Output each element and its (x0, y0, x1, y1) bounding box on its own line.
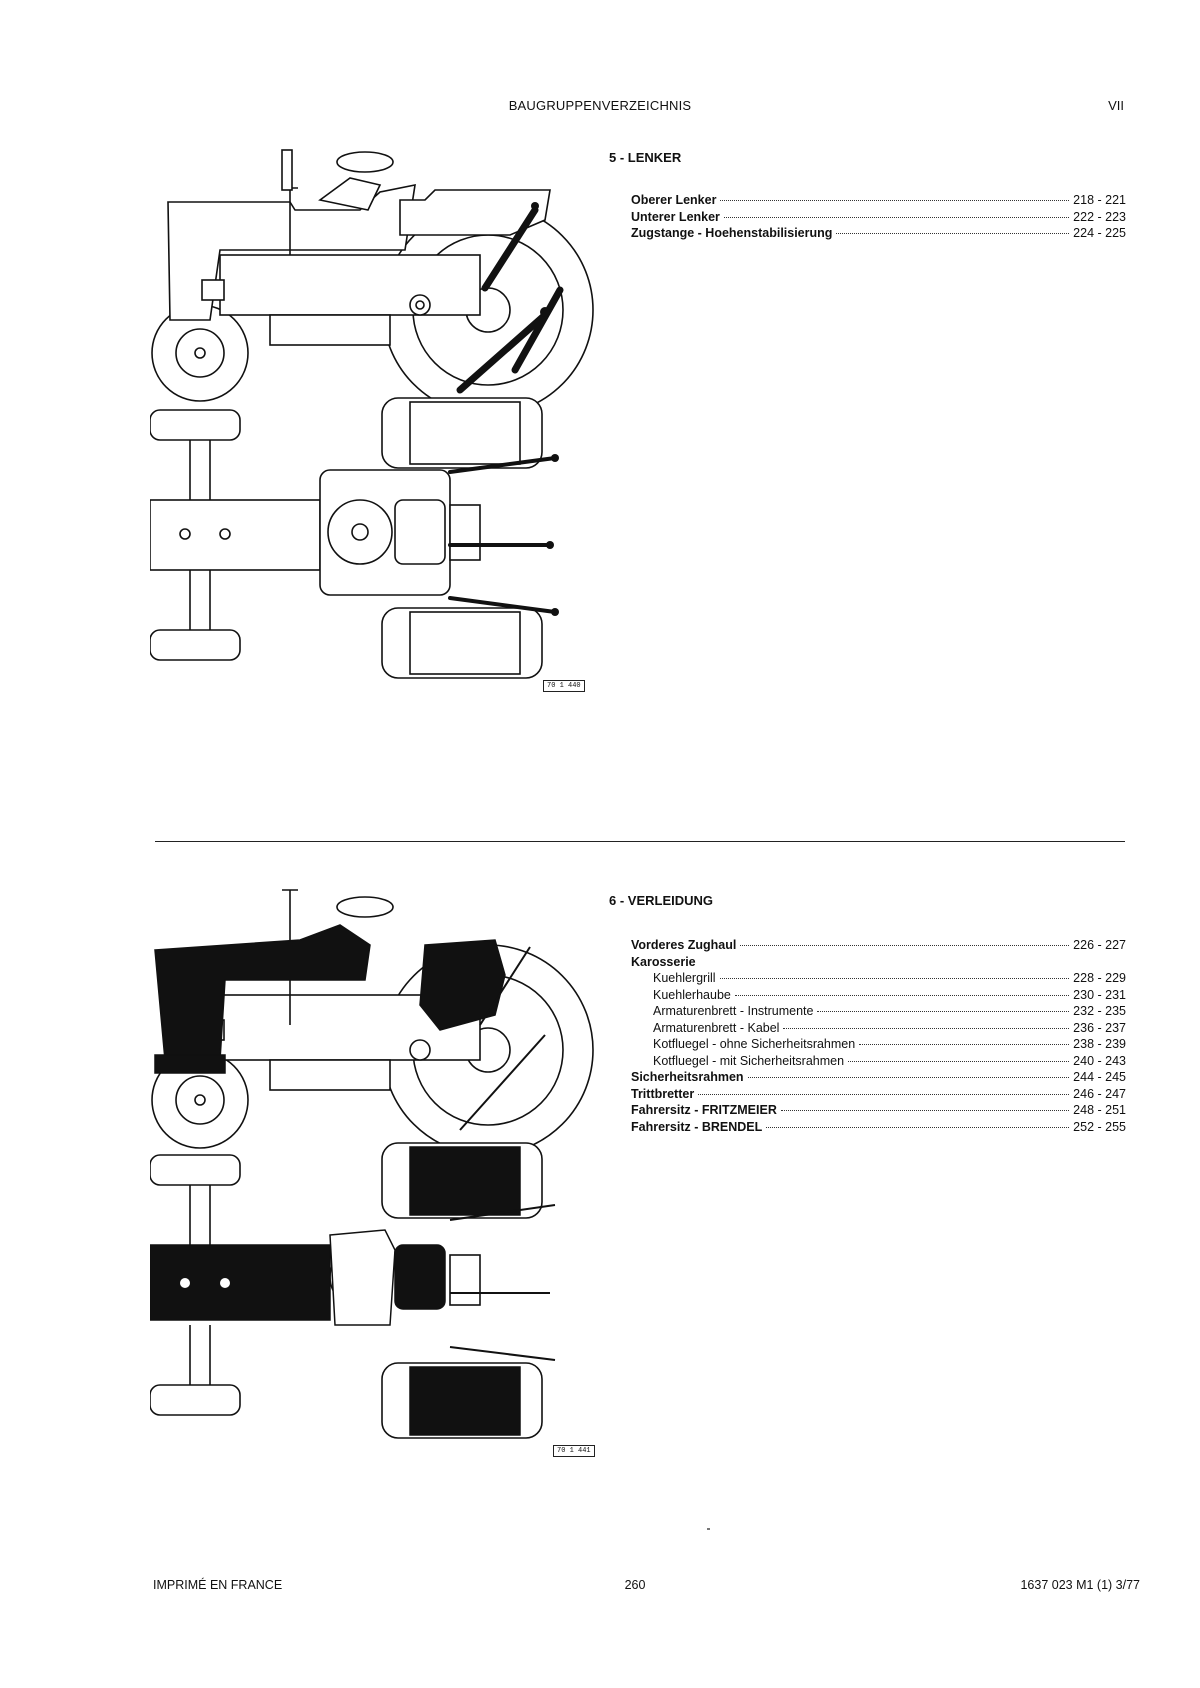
toc-entry-pages: 244 - 245 (1073, 1070, 1126, 1084)
toc-entry-armaturenbrett-kabel[interactable]: Armaturenbrett - Kabel 236 - 237 (631, 1020, 1126, 1037)
toc-entry-label: Trittbretter (631, 1086, 695, 1101)
toc-entry-zugstange[interactable]: Zugstange - Hoehenstabilisierung 224 - 22… (631, 225, 1126, 242)
toc-leader-dots (848, 1060, 1070, 1062)
hood-top-filled (150, 1244, 331, 1321)
toc-entry-label: Karosserie (631, 954, 696, 969)
toc-leader-dots (783, 1027, 1070, 1029)
toc-entry-vorderes-zughaul[interactable]: Vorderes Zughaul 226 - 227 (631, 937, 1126, 954)
toc-entry-kuehlergrill[interactable]: Kuehlergrill 228 - 229 (631, 970, 1126, 987)
section-6-tractor-illustration (150, 889, 594, 1439)
toc-entry-label: Sicherheitsrahmen (631, 1070, 744, 1084)
seat (318, 177, 382, 211)
toc-leader-dots (698, 1093, 1070, 1095)
section-5-tractor-illustration (150, 149, 594, 679)
toc-entry-sicherheitsrahmen[interactable]: Sicherheitsrahmen 244 - 245 (631, 1069, 1126, 1086)
section-6-title: 6 - VERLEIDUNG (609, 893, 714, 908)
toc-entry-pages: 226 - 227 (1073, 938, 1126, 952)
toc-leader-dots (859, 1044, 1070, 1045)
toc-leader-dots (719, 978, 1070, 979)
toc-entry-pages: 246 - 247 (1073, 1086, 1126, 1101)
toc-entry-kuehlerhaube[interactable]: Kuehlerhaube 230 - 231 (631, 987, 1126, 1004)
figure-5-reference-code: 70 1 440 (543, 680, 585, 692)
toc-entry-label: Unterer Lenker (631, 209, 720, 224)
toc-entry-fahrersitz-brendel[interactable]: Fahrersitz - BRENDEL 252 - 255 (631, 1119, 1126, 1136)
toc-entry-label: Kotfluegel - ohne Sicherheitsrahmen (653, 1037, 856, 1051)
footer-document-code: 1637 023 M1 (1) 3/77 (1020, 1578, 1140, 1592)
footer-printed-in: IMPRIMÉ EN FRANCE (153, 1578, 283, 1592)
toc-entry-pages: 236 - 237 (1073, 1020, 1126, 1035)
toc-entry-label: Fahrersitz - FRITZMEIER (631, 1103, 777, 1117)
toc-entry-label: Kotfluegel - mit Sicherheitsrahmen (653, 1053, 845, 1068)
toc-entry-pages: 228 - 229 (1073, 971, 1126, 985)
toc-entry-armaturenbrett-instrumente[interactable]: Armaturenbrett - Instrumente 232 - 235 (631, 1003, 1126, 1020)
toc-leader-dots (747, 1077, 1070, 1078)
toc-leader-dots (780, 1110, 1070, 1111)
toc-leader-dots (720, 200, 1070, 201)
section-5-toc-list: Oberer Lenker 218 - 221 Unterer Lenker 222… (631, 192, 1126, 242)
toc-leader-dots (836, 233, 1070, 234)
toc-entry-pages: 222 - 223 (1073, 209, 1126, 224)
toc-entry-kotfluegel-mit[interactable]: Kotfluegel - mit Sicherheitsrahmen 240 - … (631, 1053, 1126, 1070)
toc-leader-dots (766, 1126, 1070, 1128)
toc-entry-pages: 230 - 231 (1073, 987, 1126, 1002)
fender-filled (419, 939, 506, 1031)
toc-leader-dots (740, 945, 1070, 946)
toc-entry-pages: 218 - 221 (1073, 193, 1126, 207)
footer-page-number: 260 (624, 1578, 646, 1592)
toc-entry-pages: 224 - 225 (1073, 226, 1126, 240)
toc-leader-dots (734, 994, 1070, 996)
toc-entry-trittbretter[interactable]: Trittbretter 246 - 247 (631, 1086, 1126, 1103)
toc-entry-label: Armaturenbrett - Kabel (653, 1020, 780, 1035)
toc-entry-pages: 252 - 255 (1073, 1119, 1126, 1134)
toc-entry-unterer-lenker[interactable]: Unterer Lenker 222 - 223 (631, 209, 1126, 226)
scan-speck (707, 1528, 710, 1530)
toc-leader-dots (723, 216, 1070, 218)
upper-link-side (481, 206, 539, 292)
rear-fender-top-filled (409, 1146, 521, 1216)
fender (399, 189, 551, 236)
toc-entry-pages: 238 - 239 (1073, 1037, 1126, 1051)
seat-top-view (394, 499, 446, 565)
hood (167, 183, 416, 321)
toc-entry-pages: 232 - 235 (1073, 1004, 1126, 1018)
toc-entry-label: Vorderes Zughaul (631, 938, 737, 952)
section-divider (155, 841, 1125, 842)
toc-entry-fahrersitz-fritzmeier[interactable]: Fahrersitz - FRITZMEIER 248 - 251 (631, 1102, 1126, 1119)
toc-leader-dots (817, 1011, 1070, 1012)
toc-entry-label: Fahrersitz - BRENDEL (631, 1119, 763, 1134)
toc-entry-label: Zugstange - Hoehenstabilisierung (631, 226, 833, 240)
toc-entry-label: Kuehlerhaube (653, 987, 731, 1002)
front-tire-top-view (150, 409, 241, 441)
section-6-toc-list: Vorderes Zughaul 226 - 227 Karosserie Kue… (631, 937, 1126, 1135)
figure-6-reference-code: 70 1 441 (553, 1445, 595, 1457)
toc-entry-oberer-lenker[interactable]: Oberer Lenker 218 - 221 (631, 192, 1126, 209)
toc-entry-pages: 248 - 251 (1073, 1103, 1126, 1117)
section-5-title: 5 - LENKER (609, 150, 682, 165)
hood-top-view (150, 499, 321, 571)
seat-top-filled (394, 1244, 446, 1310)
running-header-title: BAUGRUPPENVERZEICHNIS (508, 98, 692, 113)
toc-entry-label: Oberer Lenker (631, 193, 717, 207)
toc-entry-kotfluegel-ohne[interactable]: Kotfluegel - ohne Sicherheitsrahmen 238 -… (631, 1036, 1126, 1053)
running-header-page-number: VII (1108, 98, 1124, 113)
toc-entry-pages: 240 - 243 (1073, 1053, 1126, 1068)
toc-entry-label: Kuehlergrill (653, 971, 716, 985)
toc-entry-karosserie[interactable]: Karosserie (631, 954, 1126, 971)
lower-link-side (456, 311, 549, 394)
toc-entry-label: Armaturenbrett - Instrumente (653, 1004, 814, 1018)
